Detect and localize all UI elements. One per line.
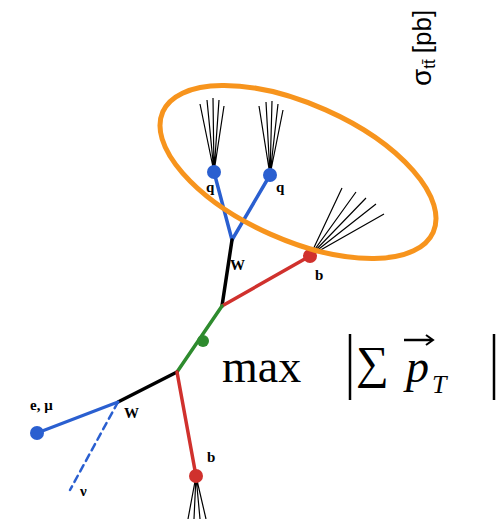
formula-symbol: p — [406, 344, 429, 390]
jet-selection-ellipse — [135, 50, 461, 295]
quark-label: b — [207, 450, 215, 465]
neutrino-label: ν — [80, 484, 87, 499]
quark-label: b — [315, 268, 323, 283]
particle-lines — [37, 172, 310, 490]
formula-subscript: T — [432, 372, 446, 398]
formula-symbol: ∑ — [356, 340, 389, 386]
jet-lines — [188, 98, 384, 519]
lepton-label: e, μ — [30, 398, 53, 413]
axis-title-subscript: tt̄ — [420, 59, 439, 68]
quark-label: q — [206, 180, 214, 195]
axis-title-symbol: σ — [406, 69, 437, 86]
boson-label: W — [124, 406, 139, 421]
boson-label: W — [230, 258, 245, 273]
vertex-dots — [30, 165, 317, 483]
axis-title-unit: [pb] — [407, 10, 437, 53]
formula-text: max — [222, 344, 301, 390]
quark-label: q — [276, 180, 284, 195]
axis-title: σtt̄ [pb] — [408, 10, 438, 86]
formula-marks — [350, 334, 494, 400]
